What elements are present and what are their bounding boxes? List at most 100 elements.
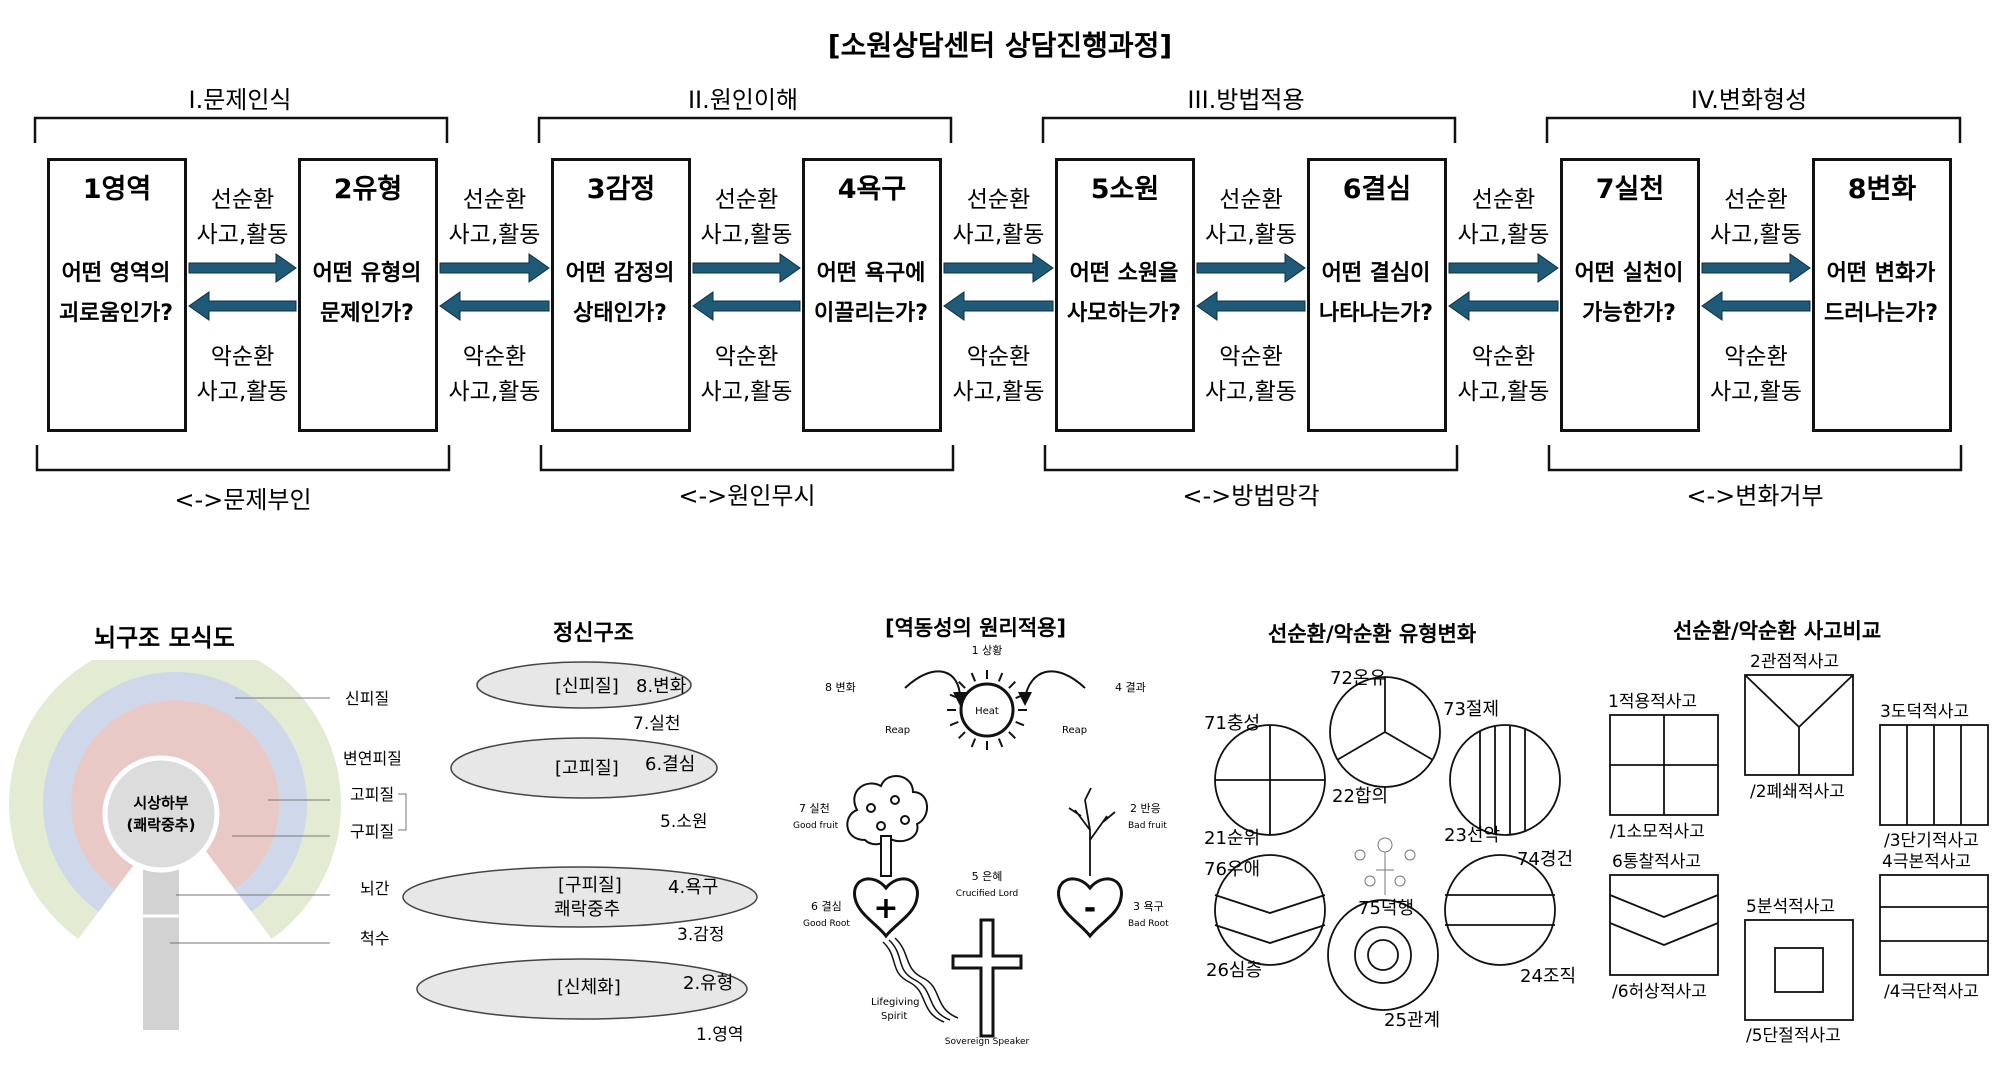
phase-negative-1: <->문제부인: [174, 486, 312, 514]
brain-center-line1: 시상하부: [133, 794, 188, 812]
fruit-tree-icon: [846, 775, 928, 877]
negative-activity-label: 사고,활동: [196, 379, 289, 405]
reverse-reap-left: Reap: [885, 725, 910, 736]
reverse-diagram: 1 상황 Heat 8 변화 4 결과 Reap Reap 7 실천 Good …: [793, 644, 1169, 1047]
question-line-1: 어떤 실천이: [1574, 261, 1684, 286]
positive-arrow: [943, 253, 1054, 283]
phase-negative-3: <->방법망각: [1182, 482, 1320, 510]
negative-cycle-label: 악순환: [462, 344, 527, 370]
phase-label-1: I.문제인식: [188, 86, 292, 114]
stage-name: 8변화: [1847, 174, 1917, 205]
spirit-waves: [882, 937, 959, 1023]
phase-negative-2: <->원인무시: [678, 482, 816, 510]
stage-name: 3감정: [586, 174, 656, 205]
brain-label-brainstem: 뇌간: [360, 879, 390, 898]
negative-arrow: [692, 291, 801, 321]
brain-label-spinal: 척수: [360, 929, 389, 948]
mind-tag2-3: 쾌락중추: [554, 899, 620, 920]
thinking-box-4: [1879, 874, 1989, 976]
page-title: [소원상담센터 상담진행과정]: [827, 29, 1173, 62]
cycle-title: 선순환/악순환 유형변화: [1268, 622, 1477, 646]
question-line-2: 나타나는가?: [1319, 301, 1433, 326]
brainstem: [143, 850, 179, 1030]
thinking-label-6: 6통찰적사고: [1612, 852, 1701, 872]
stage-box-5: 5소원: [1055, 158, 1195, 432]
stage-box-7: 7실천: [1560, 158, 1700, 432]
reverse-bad-fruit: Bad fruit: [1128, 821, 1167, 831]
positive-arrow: [1701, 253, 1811, 283]
question-line-1: 어떤 변화가: [1826, 261, 1936, 286]
sun-icon: [947, 670, 1027, 750]
positive-activity-label: 사고,활동: [700, 222, 793, 248]
mind-value-1: 8.변화: [636, 676, 686, 697]
cycle-label-76: 76우애: [1204, 859, 1260, 880]
stage-box-8: 8변화: [1812, 158, 1952, 432]
reverse-resolve: 6 결심: [811, 900, 842, 913]
cycle-label-72: 72온유: [1330, 668, 1386, 689]
cycle-circle-bottomleft: [1214, 854, 1326, 966]
stage-name: 6결심: [1342, 174, 1412, 205]
hypothalamus-circle: [102, 755, 220, 873]
stage-name: 1영역: [82, 174, 152, 205]
thinking-label-4: 4극본적사고: [1882, 852, 1971, 872]
reverse-left-top: 8 변화: [825, 681, 856, 694]
question-line-2: 사모하는가?: [1067, 301, 1181, 326]
mind-ellipse-2: [450, 737, 718, 799]
brain-title: 뇌구조 모식도: [94, 624, 235, 652]
bare-tree-icon: [1068, 787, 1116, 876]
thinking-diagram: 1적용적사고 2관점적사고 3도덕적사고 /2폐쇄적사고 /1소모적사고 /3단…: [1608, 652, 1989, 1046]
mind-title: 정신구조: [553, 621, 634, 646]
question-line-2: 문제인가?: [320, 301, 414, 326]
thinking-label-neg1: /1소모적사고: [1610, 822, 1705, 842]
question-line-1: 어떤 영역의: [61, 261, 171, 286]
thinking-label-3: 3도덕적사고: [1880, 702, 1969, 722]
reverse-speaker: Sovereign Speaker: [945, 1037, 1030, 1047]
brain-diagram: 시상하부 (쾌락중추) 신피질 변연피질 고피질 구피질 뇌간 척수: [0, 660, 407, 1030]
mind-below-2: 5.소원: [660, 812, 708, 832]
brain-label-limbic: 변연피질: [343, 749, 402, 768]
mind-value-3: 4.욕구: [668, 877, 718, 898]
negative-activity-label: 사고,활동: [1457, 379, 1550, 405]
negative-cycle-label: 악순환: [1724, 344, 1788, 370]
cycle-label-21: 21순위: [1204, 828, 1260, 849]
positive-cycle-label: 선순환: [210, 187, 275, 213]
mind-tag-3: [구피질]: [558, 875, 622, 896]
question-line-1: 어떤 욕구에: [816, 261, 926, 286]
stage-box-2: 2유형: [298, 158, 438, 432]
question-line-1: 어떤 결심이: [1321, 261, 1431, 286]
positive-cycle-label: 선순환: [1724, 187, 1788, 213]
mind-below-4: 1.영역: [696, 1025, 744, 1045]
positive-activity-label: 사고,활동: [1710, 222, 1802, 248]
reverse-heat: Heat: [975, 706, 999, 717]
cycle-label-25: 25관계: [1384, 1010, 1440, 1031]
mind-value-2: 6.결심: [645, 754, 695, 775]
thinking-label-neg3: /3단기적사고: [1884, 831, 1979, 851]
thinking-label-neg2: /2폐쇄적사고: [1750, 782, 1845, 802]
positive-arrow: [1448, 253, 1559, 283]
negative-arrow: [1701, 291, 1811, 321]
reverse-top: 1 상황: [972, 644, 1003, 657]
phase-label-3: III.방법적용: [1187, 86, 1305, 114]
positive-cycle-label: 선순환: [462, 187, 527, 213]
question-line-2: 드러나는가?: [1824, 301, 1938, 326]
positive-arrow: [692, 253, 801, 283]
reverse-right-top: 4 결과: [1115, 681, 1146, 694]
negative-activity-label: 사고,활동: [952, 379, 1045, 405]
positive-cycle-label: 선순환: [1219, 187, 1283, 213]
reverse-minus: -: [1084, 891, 1096, 926]
stage-box-1: 1영역: [47, 158, 187, 432]
thinking-box-6: [1609, 874, 1719, 976]
